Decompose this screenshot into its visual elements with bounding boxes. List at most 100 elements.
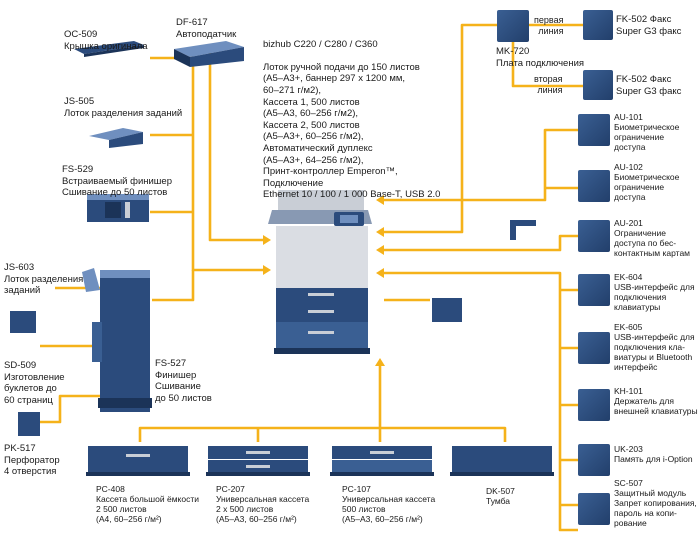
desc-ek604: USB-интерфейс для подключения клавиатуры: [614, 282, 695, 312]
label-au201: AU-201 Ограничение доступа по бес- конта…: [614, 218, 690, 258]
desc-pk517: Перфоратор 4 отверстия: [4, 454, 60, 478]
code-sd509: SD-509: [4, 360, 37, 371]
bizhub-main-unit-illustration: [268, 190, 372, 354]
desc-au102: Биометрическое ограничение доступа: [614, 172, 680, 202]
label-pk517: PK-517 Перфоратор 4 отверстия: [4, 443, 60, 478]
desc-au101: Биометрическое ограничение доступа: [614, 122, 680, 152]
au201-card-reader-illustration: [510, 220, 536, 240]
wire-fax-line2: [511, 42, 583, 88]
label-ek605: EK-605 USB-интерфейс для подключения кла…: [614, 322, 695, 372]
code-fk502-1: FK-502: [616, 14, 648, 25]
desc-pc107: Универсальная кассета 500 листов (А5–А3,…: [342, 494, 436, 524]
code-pc408: PC-408: [96, 484, 125, 494]
code-au102: AU-102: [614, 162, 643, 172]
label-oc509: OC-509 Крышка оригинала: [64, 29, 148, 52]
label-fs527: FS-527 Финишер Сшивание до 50 листов: [155, 358, 212, 404]
label-au101: AU-101 Биометрическое ограничение доступ…: [614, 112, 679, 152]
label-mk720: MK-720 Плата подключения: [496, 46, 584, 69]
code-fs527: FS-527: [155, 358, 187, 369]
wire-right-bus: [384, 271, 578, 532]
code-oc509: OC-509: [64, 29, 98, 40]
wire-df617: [208, 48, 263, 242]
code-df617: DF-617: [176, 17, 208, 28]
wire-fax: [384, 23, 497, 234]
code-kh101: KH-101: [614, 386, 643, 396]
desc-au201: Ограничение доступа по бес- контактным к…: [614, 228, 691, 258]
code-au101: AU-101: [614, 112, 643, 122]
code-js603: JS-603: [4, 262, 35, 273]
desc-js505: Лоток разделения заданий: [64, 107, 183, 119]
desc-sd509: Изготовление буклетов до 60 страниц: [4, 371, 65, 406]
wire-bottom-bus: [138, 426, 507, 442]
ek605-box: [578, 332, 610, 364]
js505-tray-illustration: [89, 128, 143, 148]
label-pc207: PC-207 Универсальная кассета 2 x 500 лис…: [216, 484, 309, 524]
fs529-finisher-illustration: [87, 194, 149, 222]
code-ek604: EK-604: [614, 272, 643, 282]
code-pc207: PC-207: [216, 484, 245, 494]
code-ek605: EK-605: [614, 322, 643, 332]
label-pc107: PC-107 Универсальная кассета 500 листов …: [342, 484, 435, 524]
code-pc107: PC-107: [342, 484, 371, 494]
label-dk507: DK-507 Тумба: [486, 486, 515, 506]
code-fk502-2: FK-502: [616, 74, 648, 85]
desc-fk502-2: Факс Super G3 факс: [616, 74, 682, 97]
df617-adf-illustration: [174, 41, 244, 67]
wire-au201: [384, 234, 578, 252]
au102-box: [578, 170, 610, 202]
desc-mk720: Плата подключения: [496, 57, 585, 69]
fax-line2-label: вторая линия: [534, 74, 563, 95]
kh101-holder-illustration: [432, 298, 462, 322]
mk720-board-box: [497, 10, 529, 42]
au201-box: [578, 220, 610, 252]
desc-pc207: Универсальная кассета 2 x 500 листов (А5…: [216, 494, 310, 524]
au101-box: [578, 114, 610, 146]
kh101-box: [578, 389, 610, 421]
main-unit-title: bizhub C220 / C280 / C360: [263, 38, 378, 50]
code-au201: AU-201: [614, 218, 643, 228]
label-uk203: UK-203 Память для i-Option: [614, 444, 693, 464]
code-pk517: PK-517: [4, 443, 36, 454]
desc-kh101: Держатель для внешней клавиатуры: [614, 396, 698, 416]
code-sc507: SC-507: [614, 478, 643, 488]
desc-sc507: Защитный модуль Запрет копирования, паро…: [614, 488, 697, 528]
wire-pk517: [40, 394, 100, 424]
code-mk720: MK-720: [496, 46, 530, 57]
code-uk203: UK-203: [614, 444, 643, 454]
pc207-cassette-illustration: [206, 446, 310, 476]
ek604-box: [578, 274, 610, 306]
desc-fs527: Финишер Сшивание до 50 листов: [155, 369, 212, 404]
code-fs529: FS-529: [62, 164, 94, 175]
label-sd509: SD-509 Изготовление буклетов до 60 стран…: [4, 360, 65, 406]
sd509-booklet-illustration: [10, 311, 36, 333]
label-fk502-2: FK-502 Факс Super G3 факс: [616, 74, 681, 97]
desc-pc408: Кассета большой ёмкости 2 500 листов (А4…: [96, 494, 199, 524]
label-kh101: KH-101 Держатель для внешней клавиатуры: [614, 386, 698, 416]
label-js505: JS-505 Лоток разделения заданий: [64, 96, 182, 119]
label-js603: JS-603 Лоток разделения заданий: [4, 262, 83, 297]
label-pc408: PC-408 Кассета большой ёмкости 2 500 лис…: [96, 484, 199, 524]
fax-line1-label: первая линия: [534, 15, 564, 36]
label-au102: AU-102 Биометрическое ограничение доступ…: [614, 162, 679, 202]
label-ek604: EK-604 USB-интерфейс для подключения кла…: [614, 272, 695, 312]
fk502-fax-box-1: [583, 10, 613, 40]
desc-fk502-1: Факс Super G3 факс: [616, 14, 682, 37]
desc-fs529: Встраиваемый финишер Сшивание до 50 лист…: [62, 175, 172, 199]
desc-ek605: USB-интерфейс для подключения кла- виату…: [614, 332, 695, 372]
label-fk502-1: FK-502 Факс Super G3 факс: [616, 14, 681, 37]
main-unit-spec: bizhub C220 / C280 / C360 Лоток ручной п…: [263, 27, 440, 201]
wire-au101: [384, 128, 578, 202]
desc-uk203: Память для i-Option: [614, 454, 693, 464]
pc107-cassette-illustration: [330, 446, 434, 476]
desc-df617: Автоподатчик: [176, 28, 237, 40]
wire-fs527: [152, 270, 195, 302]
label-sc507: SC-507 Защитный модуль Запрет копировани…: [614, 478, 697, 528]
sc507-box: [578, 493, 610, 525]
wire-oc509: [150, 56, 263, 272]
code-dk507: DK-507: [486, 486, 515, 496]
label-df617: DF-617 Автоподатчик: [176, 17, 236, 40]
oc509-cover-illustration: [74, 41, 144, 57]
pc408-cassette-illustration: [86, 446, 190, 476]
dk507-stand-illustration: [450, 446, 554, 476]
